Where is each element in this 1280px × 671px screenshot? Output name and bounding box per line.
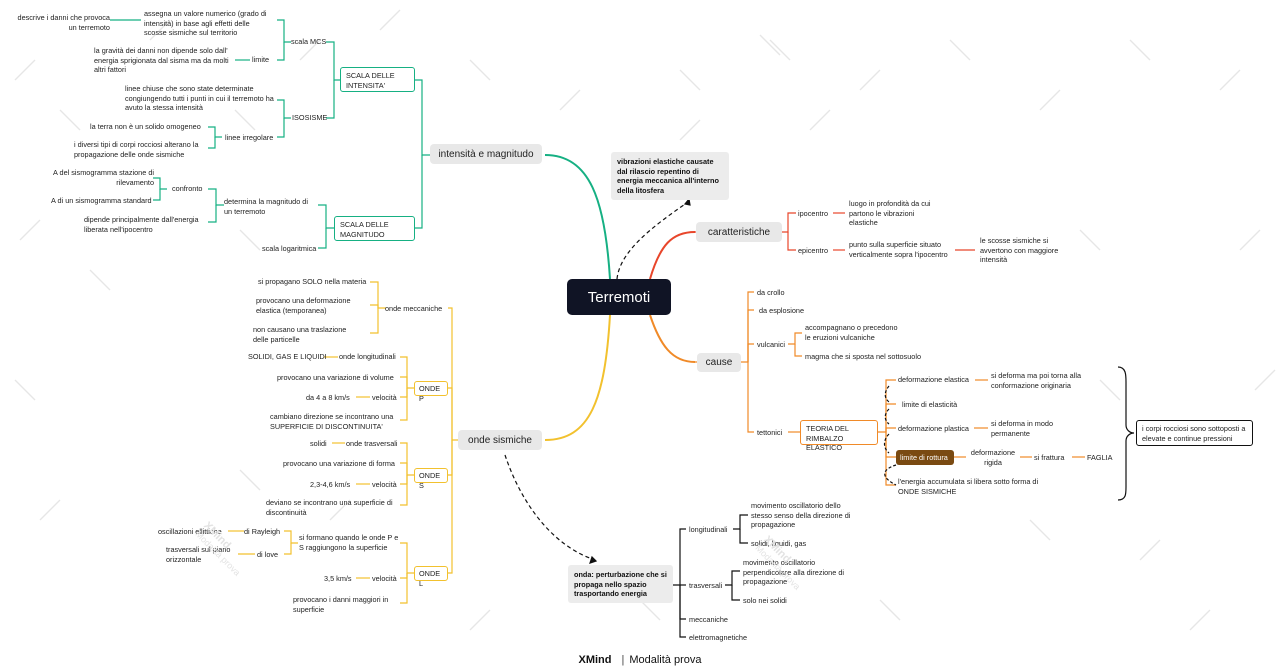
deformazione-elastica[interactable]: deformazione elastica [898,375,969,384]
deformazione-temporanea[interactable]: provocano una deformazione elastica (tem… [256,296,351,315]
determina-magnitudo[interactable]: determina la magnitudo di un terremoto [224,197,308,216]
linee-irregolare[interactable]: linee irregolare [225,133,274,142]
isosisme-descrizione[interactable]: linee chiuse che sono state determinate … [125,84,274,113]
limite[interactable]: limite [252,55,270,64]
p-solidi-gas-liquidi[interactable]: SOLIDI, GAS E LIQUIDI [248,352,327,361]
epicentro-descrizione[interactable]: punto sulla superficie situato verticalm… [849,240,948,259]
footer-separator: | [621,654,625,666]
l-velocita[interactable]: velocità [372,574,397,583]
l-si-formano[interactable]: si formano quando le onde P e S raggiung… [299,533,399,552]
l-trasversali-piano[interactable]: trasversali sul piano orizzontale [166,545,231,564]
dipende-energia[interactable]: dipende principalmente dall'energia libe… [84,215,199,234]
scala-mcs[interactable]: scala MCS [291,37,327,46]
onda-meccaniche[interactable]: meccaniche [689,615,728,624]
note-onda-definizione[interactable]: onda: perturbazione che si propaga nello… [568,565,673,603]
epicentro[interactable]: epicentro [798,246,829,255]
onde-s-box[interactable]: ONDE S [414,468,448,490]
no-traslazione[interactable]: non causano una traslazione delle partic… [253,325,347,344]
l-oscillazioni-ellittiche[interactable]: oscillazioni ellittiche [158,527,222,536]
faglia[interactable]: FAGLIA [1087,453,1113,462]
s-variazione-forma[interactable]: provocano una variazione di forma [283,459,395,468]
deformazione-plastica[interactable]: deformazione plastica [898,424,969,433]
l-rayleigh[interactable]: di Rayleigh [244,527,281,536]
terra-non-omogenea[interactable]: la terra non è un solido omogeneo [90,122,201,131]
deformazione-plastica-desc[interactable]: si deforma in modo permanente [991,419,1054,438]
scala-logaritmica[interactable]: scala logaritmica [262,244,317,253]
a-sismogramma-stazione[interactable]: A del sismogramma stazione di rilevament… [53,168,154,187]
footer-mode: Modalità prova [629,654,702,666]
cause-vulcanici[interactable]: vulcanici [757,340,785,349]
s-onde-trasversali[interactable]: onde trasversali [346,439,398,448]
scosse-maggiore-intensita[interactable]: le scosse sismiche si avvertono con magg… [980,236,1059,265]
accompagnano-eruzioni[interactable]: accompagnano o precedono le eruzioni vul… [805,323,898,342]
root-topic[interactable]: Terremoti [567,279,671,315]
limite-descrizione[interactable]: la gravità dei danni non dipende solo da… [94,46,229,75]
p-velocita[interactable]: velocità [372,393,397,402]
onda-trasversali[interactable]: trasversali [689,581,723,590]
s-velocita[interactable]: velocità [372,480,397,489]
diversi-corpi-rocciosi[interactable]: i diversi tipi di corpi rocciosi alteran… [74,140,199,159]
onda-trasv-descrizione[interactable]: movimento oscillatorio perpendicolare al… [743,558,845,587]
l-valore-velocita[interactable]: 3,5 km/s [324,574,352,583]
a-sismogramma-standard[interactable]: A di un sismogramma standard [51,196,152,205]
s-valore-velocita[interactable]: 2,3-4,6 km/s [310,480,351,489]
footer-watermark: XMind | Modalità prova [0,651,1280,669]
s-deviano[interactable]: deviano se incontrano una superficie di … [266,498,393,517]
topic-onde-sismiche[interactable]: onde sismiche [458,430,542,450]
confronto[interactable]: confronto [172,184,203,193]
onda-elettromagnetiche[interactable]: elettromagnetiche [689,633,748,642]
p-valore-velocita[interactable]: da 4 a 8 km/s [306,393,350,402]
ipocentro[interactable]: ipocentro [798,209,829,218]
onda-long-descrizione[interactable]: movimento oscillatorio dello stesso sens… [751,501,851,530]
energia-onde-sismiche[interactable]: l'energia accumulata si libera sotto for… [898,477,1039,496]
topic-cause[interactable]: cause [697,353,741,372]
note-vibrazioni[interactable]: vibrazioni elastiche causate dal rilasci… [611,152,729,200]
l-love[interactable]: di love [257,550,279,559]
s-solidi[interactable]: solidi [310,439,327,448]
scala-magnitudo-box[interactable]: SCALA DELLE MAGNITUDO [334,216,415,241]
limite-rottura-box[interactable]: limite di rottura [896,450,954,465]
deformazione-rigida[interactable]: deformazione rigida [970,448,1016,467]
ipocentro-descrizione[interactable]: luogo in profondità da cui partono le vi… [849,199,931,228]
footer-brand: XMind [578,654,612,666]
isosisme[interactable]: ISOSISME [292,113,328,122]
onde-meccaniche[interactable]: onde meccaniche [385,304,443,313]
onda-longitudinali[interactable]: longitudinali [689,525,728,534]
onde-p-box[interactable]: ONDE P [414,381,448,403]
teoria-rimbalzo-box[interactable]: TEORIA DEL RIMBALZO ELASTICO [800,420,878,452]
topic-intensita-magnitudo[interactable]: intensità e magnitudo [430,144,542,164]
onda-long-mezzi[interactable]: solidi, liquidi, gas [751,539,807,548]
mcs-assegna[interactable]: assegna un valore numerico (grado di int… [144,9,267,38]
p-onde-longitudinali[interactable]: onde longitudinali [339,352,396,361]
cause-crollo[interactable]: da crollo [757,288,785,297]
cause-tettonici[interactable]: tettonici [757,428,783,437]
magma-sottosuolo[interactable]: magma che si sposta nel sottosuolo [805,352,922,361]
deformazione-elastica-desc[interactable]: si deforma ma poi torna alla conformazio… [991,371,1082,390]
onde-l-box[interactable]: ONDE L [414,566,448,588]
limite-elasticita[interactable]: limite di elasticità [902,400,958,409]
mcs-descrive[interactable]: descrive i danni che provoca un terremot… [17,13,110,32]
scala-intensita-box[interactable]: SCALA DELLE INTENSITA' [340,67,415,92]
l-danni-maggiori[interactable]: provocano i danni maggiori in superficie [293,595,389,614]
summary-pressioni[interactable]: i corpi rocciosi sono sottoposti a eleva… [1136,420,1253,446]
si-frattura[interactable]: si frattura [1034,453,1065,462]
topic-caratteristiche[interactable]: caratteristiche [696,222,782,242]
cause-esplosione[interactable]: da esplosione [759,306,805,315]
p-cambiano-direzione[interactable]: cambiano direzione se incontrano una SUP… [270,412,394,431]
p-variazione-volume[interactable]: provocano una variazione di volume [277,373,394,382]
solo-nella-materia[interactable]: si propagano SOLO nella materia [258,277,367,286]
onda-solo-solidi[interactable]: solo nei solidi [743,596,787,605]
